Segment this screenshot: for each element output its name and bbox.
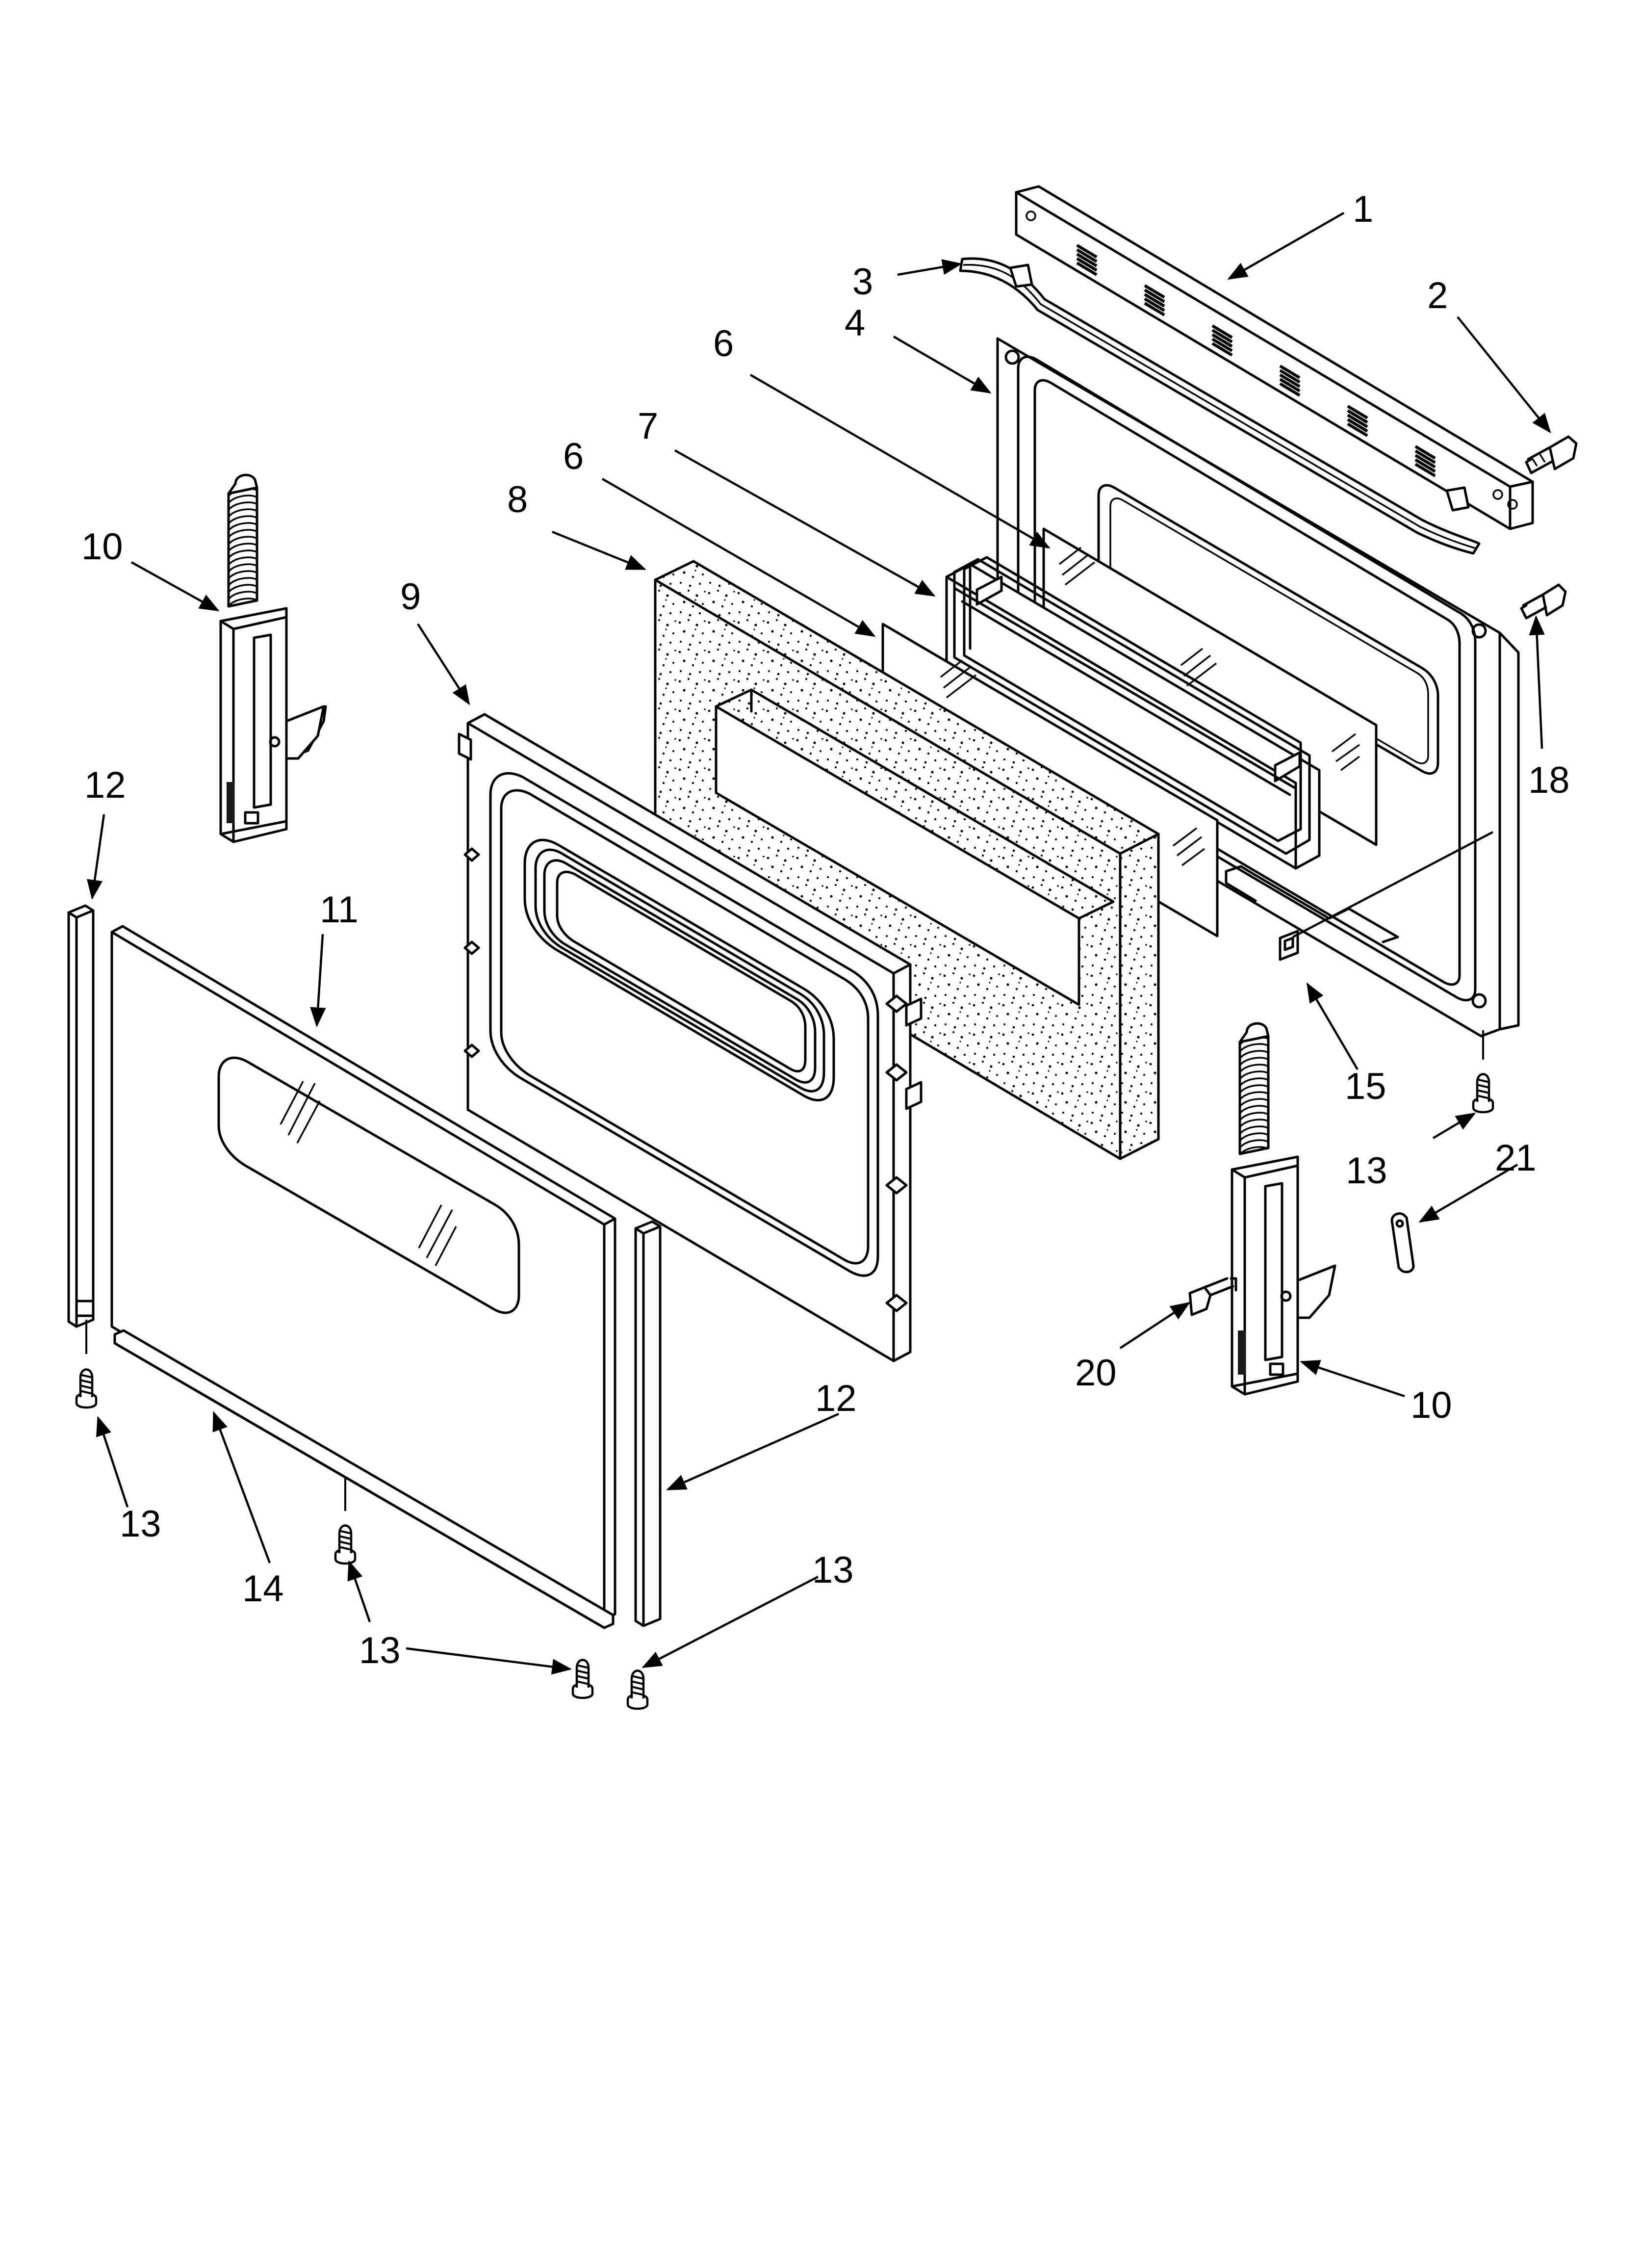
callout-label: 7 bbox=[638, 405, 658, 447]
screw-part-2 bbox=[1525, 435, 1578, 474]
leader-arrow bbox=[417, 623, 470, 705]
leader-arrow bbox=[1227, 212, 1345, 280]
leader-arrow bbox=[641, 1576, 819, 1668]
callout-label: 4 bbox=[845, 302, 865, 344]
callout-label: 1 bbox=[1353, 188, 1373, 230]
leader-lines bbox=[85, 212, 1551, 1675]
vent-slots bbox=[1076, 244, 1436, 477]
side-trim-part-12-right bbox=[634, 1220, 662, 1627]
callout-label: 18 bbox=[1528, 759, 1570, 801]
leader-arrow bbox=[674, 449, 936, 597]
callout-label: 21 bbox=[1495, 1137, 1537, 1179]
callout-label: 10 bbox=[1411, 1384, 1452, 1426]
vent-trim-part-1 bbox=[1015, 185, 1534, 530]
screw-part-18 bbox=[1520, 583, 1567, 620]
callout-label: 20 bbox=[1075, 1352, 1117, 1394]
screws-part-13 bbox=[75, 1073, 1494, 1710]
callout-labels: 1 2 3 4 6 7 6 8 9 10 18 12 11 15 13 21 2… bbox=[81, 188, 1570, 1671]
screw-icon bbox=[75, 1368, 98, 1409]
leader-arrow bbox=[893, 336, 992, 394]
leader-arrow bbox=[749, 374, 1051, 549]
leader-arrow bbox=[1529, 615, 1545, 749]
leader-arrow bbox=[1119, 1302, 1191, 1349]
callout-label: 11 bbox=[320, 889, 359, 931]
leader-line bbox=[1292, 831, 1494, 938]
leader-arrow bbox=[96, 1416, 129, 1508]
screw-icon bbox=[1472, 1073, 1494, 1114]
leader-arrow bbox=[552, 530, 646, 571]
leader-arrow bbox=[406, 1647, 572, 1675]
leader-arrow bbox=[1306, 982, 1359, 1070]
leader-arrow bbox=[130, 561, 220, 611]
screw-part-20 bbox=[1188, 1277, 1237, 1316]
side-trim-part-12-left bbox=[67, 904, 95, 1328]
callout-label: 6 bbox=[563, 436, 584, 477]
callout-label: 12 bbox=[84, 764, 126, 806]
leader-arrow bbox=[310, 934, 326, 1028]
leader-arrow bbox=[666, 1412, 839, 1491]
callout-label: 3 bbox=[852, 261, 873, 303]
callout-label: 15 bbox=[1345, 1066, 1386, 1107]
callout-label: 8 bbox=[507, 479, 528, 521]
leader-arrow bbox=[1457, 316, 1551, 434]
hinge-part-10-left bbox=[219, 473, 327, 843]
callout-label: 9 bbox=[400, 576, 421, 618]
handle-part-3 bbox=[959, 257, 1481, 555]
inner-door-liner-part-9 bbox=[458, 713, 923, 1362]
callout-label: 13 bbox=[812, 1549, 854, 1591]
leader-arrow bbox=[87, 814, 105, 900]
callout-label: 10 bbox=[81, 526, 123, 568]
outer-glass-door-part-11 bbox=[110, 925, 616, 1621]
hinge-part-10-right bbox=[1231, 1022, 1336, 1396]
leader-arrow bbox=[1418, 1164, 1518, 1223]
bottom-trim-part-14 bbox=[113, 1329, 615, 1629]
leader-arrow bbox=[212, 1411, 271, 1564]
leader-arrow bbox=[1432, 1112, 1476, 1139]
callout-label: 14 bbox=[242, 1568, 284, 1610]
callout-label: 13 bbox=[120, 1503, 161, 1545]
clip-part-15 bbox=[1279, 930, 1299, 961]
callout-label: 13 bbox=[1346, 1150, 1387, 1192]
callout-label: 12 bbox=[815, 1378, 857, 1419]
screw-icon bbox=[626, 1669, 649, 1710]
leader-arrow bbox=[601, 478, 876, 637]
callout-label: 2 bbox=[1427, 275, 1448, 316]
callout-label: 6 bbox=[713, 323, 734, 365]
leader-arrow bbox=[347, 1560, 371, 1622]
leader-arrow bbox=[897, 259, 962, 276]
tab-part-21 bbox=[1390, 1212, 1415, 1274]
screw-icon bbox=[571, 1659, 594, 1699]
screw-icon bbox=[334, 1524, 357, 1565]
leader-arrow bbox=[1300, 1360, 1405, 1398]
callout-label: 13 bbox=[359, 1630, 401, 1671]
